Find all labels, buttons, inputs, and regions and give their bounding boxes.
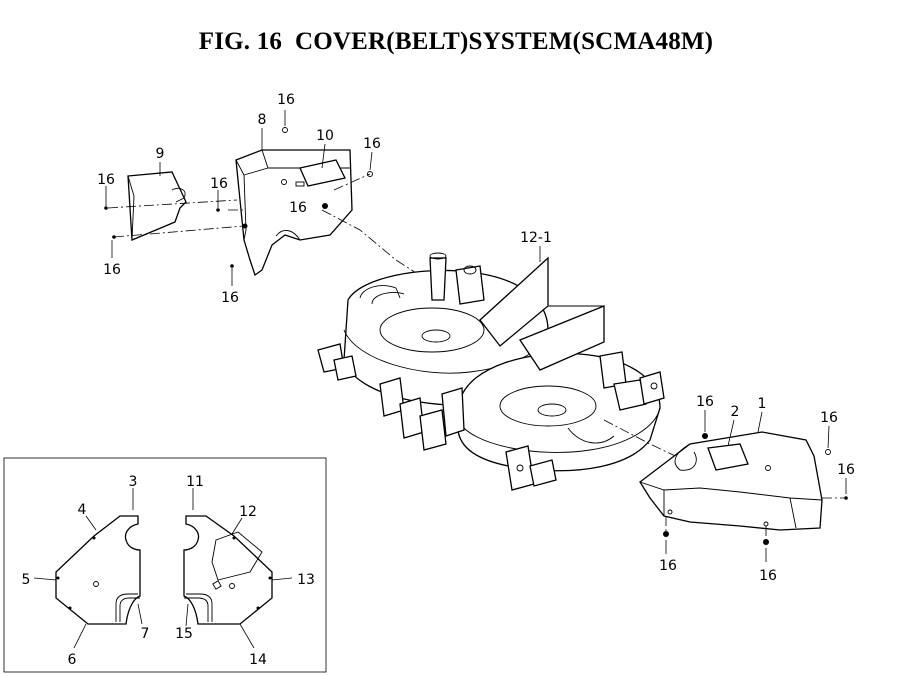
callout-part-2: 2	[731, 404, 740, 420]
clip	[295, 181, 305, 187]
callout-bolt-16: 16	[820, 410, 838, 426]
callout-bolt-16: 16	[363, 136, 381, 152]
pulley-shaft	[429, 257, 447, 301]
callout-part-9: 9	[156, 146, 165, 162]
bolt-icon	[104, 206, 108, 210]
callout-bolt-16: 16	[659, 558, 677, 574]
callout-part-11: 11	[186, 474, 204, 490]
inset-frame	[3, 457, 327, 673]
callout-bolt-16: 16	[289, 200, 307, 216]
bolt-icon	[112, 235, 116, 239]
callout-part-3: 3	[129, 474, 138, 490]
side-guard-part-9	[127, 171, 187, 241]
idler-bracket	[455, 265, 485, 305]
bolt-icon	[702, 433, 708, 439]
bolt-icon	[825, 449, 831, 455]
callout-part-5: 5	[22, 572, 31, 588]
spindle-hub	[537, 403, 567, 417]
callout-part-6: 6	[68, 652, 77, 668]
callout-bolt-16: 16	[103, 262, 121, 278]
callout-part-8: 8	[258, 112, 267, 128]
spindle-hub	[421, 329, 451, 343]
callout-bolt-16: 16	[837, 462, 855, 478]
bolt-icon	[216, 208, 220, 212]
bolt-icon	[322, 203, 328, 209]
callout-bolt-16: 16	[210, 176, 228, 192]
callout-bolt-16: 16	[221, 290, 239, 306]
callout-part-7: 7	[141, 626, 150, 642]
callout-bolt-16: 16	[277, 92, 295, 108]
callout-bolt-16: 16	[696, 394, 714, 410]
callout-bolt-16: 16	[97, 172, 115, 188]
callout-part-12-1: 12-1	[520, 230, 552, 246]
bolt-hole	[281, 179, 287, 185]
label-plate-part-10	[299, 159, 346, 187]
deck-left-spindle-recess	[379, 307, 485, 353]
bolt-icon	[367, 171, 373, 177]
flat-cover-label	[211, 531, 263, 581]
callout-part-15: 15	[175, 626, 193, 642]
label-plate-part-2	[707, 443, 749, 471]
bolt-icon	[282, 127, 288, 133]
bolt-icon	[763, 539, 769, 545]
figure-title: FIG. 16 COVER(BELT)SYSTEM(SCMA48M)	[198, 28, 714, 55]
callout-part-1: 1	[758, 396, 767, 412]
front-belt-cover-assembly: 16 2 1 16 16 16 16	[639, 394, 855, 584]
bolt-head	[242, 223, 248, 229]
callout-part-14: 14	[249, 652, 267, 668]
callout-part-13: 13	[297, 572, 315, 588]
rear-belt-cover-assembly: 16 8 10 16 9 16 16 16 16 16	[97, 92, 441, 306]
mower-deck-assembly: 12-1	[317, 230, 689, 491]
bolt-icon	[663, 531, 669, 537]
bolt-icon	[230, 264, 234, 268]
flat-cover-right	[183, 515, 273, 625]
callout-part-10: 10	[316, 128, 334, 144]
callout-bolt-16: 16	[759, 568, 777, 584]
deck-right-spindle-recess	[499, 385, 597, 427]
inset-panel: 3 4 5 6 7 11 12 13 14 15	[3, 457, 327, 673]
callout-part-4: 4	[78, 502, 87, 518]
callout-part-12: 12	[239, 504, 257, 520]
